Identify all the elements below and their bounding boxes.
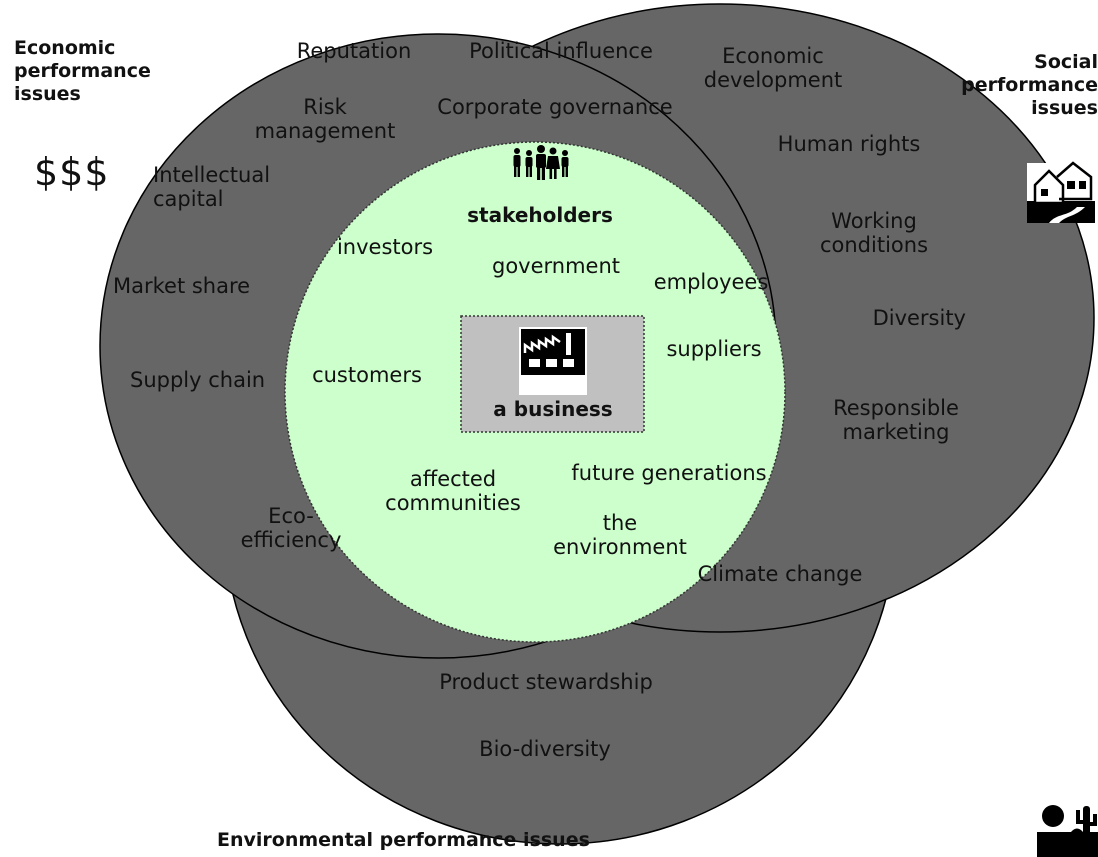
economic-title: Economic performance issues — [14, 37, 151, 106]
investors-label: investors — [336, 235, 434, 259]
dollar-symbol: $$$ — [34, 150, 110, 194]
the-environment-label: the environment — [553, 511, 687, 559]
economic-development-label: Economic development — [703, 44, 843, 92]
people-group-icon — [513, 145, 569, 180]
political-influence-label: Political influence — [469, 39, 653, 63]
product-stewardship-label: Product stewardship — [439, 670, 653, 694]
market-share-label: Market share — [113, 274, 251, 298]
affected-communities-label: affected communities — [385, 467, 521, 515]
diversity-label: Diversity — [872, 306, 966, 330]
customers-label: customers — [312, 363, 422, 387]
reputation-label: Reputation — [296, 39, 412, 63]
stakeholders-title: stakeholders — [467, 203, 613, 227]
eco-efficiency-label: Eco- efficiency — [240, 504, 342, 552]
supply-chain-label: Supply chain — [130, 368, 266, 392]
suppliers-label: suppliers — [666, 337, 762, 361]
intellectual-capital-label: Intellectual capital — [153, 163, 271, 211]
desert-cactus-icon — [1037, 802, 1098, 857]
bio-diversity-label: Bio-diversity — [479, 737, 611, 761]
business-label: a business — [493, 397, 613, 421]
corporate-governance-label: Corporate governance — [437, 95, 673, 119]
climate-change-label: Climate change — [697, 562, 863, 586]
environmental-title: Environmental performance issues — [217, 829, 590, 851]
employees-label: employees — [653, 270, 769, 294]
government-label: government — [491, 254, 621, 278]
future-generations-label: future generations — [571, 461, 767, 485]
working-conditions-label: Working conditions — [819, 209, 929, 257]
factory-icon — [519, 327, 587, 395]
houses-icon — [1027, 161, 1095, 223]
risk-management-label: Risk management — [254, 95, 396, 143]
human-rights-label: Human rights — [777, 132, 921, 156]
responsible-marketing-label: Responsible marketing — [833, 396, 959, 444]
social-title: Social performance issues — [961, 51, 1098, 120]
